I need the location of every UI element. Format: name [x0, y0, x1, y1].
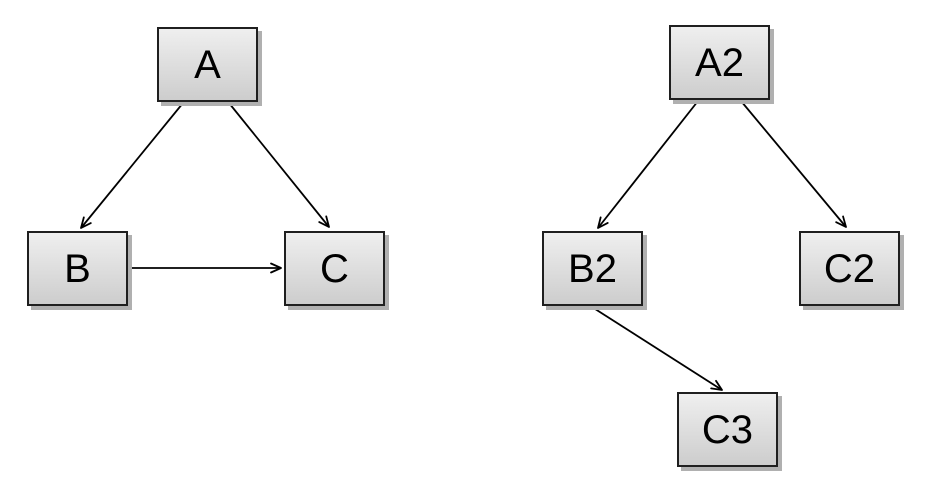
node-c2: C2 [799, 231, 900, 306]
node-b: B [27, 231, 128, 306]
node-a2: A2 [669, 25, 770, 100]
node-c3: C3 [677, 392, 778, 467]
node-b2: B2 [542, 231, 643, 306]
node-c: C [284, 231, 385, 306]
edge-a2-to-b2 [597, 100, 699, 229]
edge-a-to-b [80, 102, 184, 229]
edge-b2-to-c3 [591, 306, 723, 391]
edge-a-to-c [228, 102, 330, 228]
node-a: A [157, 27, 258, 102]
edge-a2-to-c2 [740, 100, 847, 228]
